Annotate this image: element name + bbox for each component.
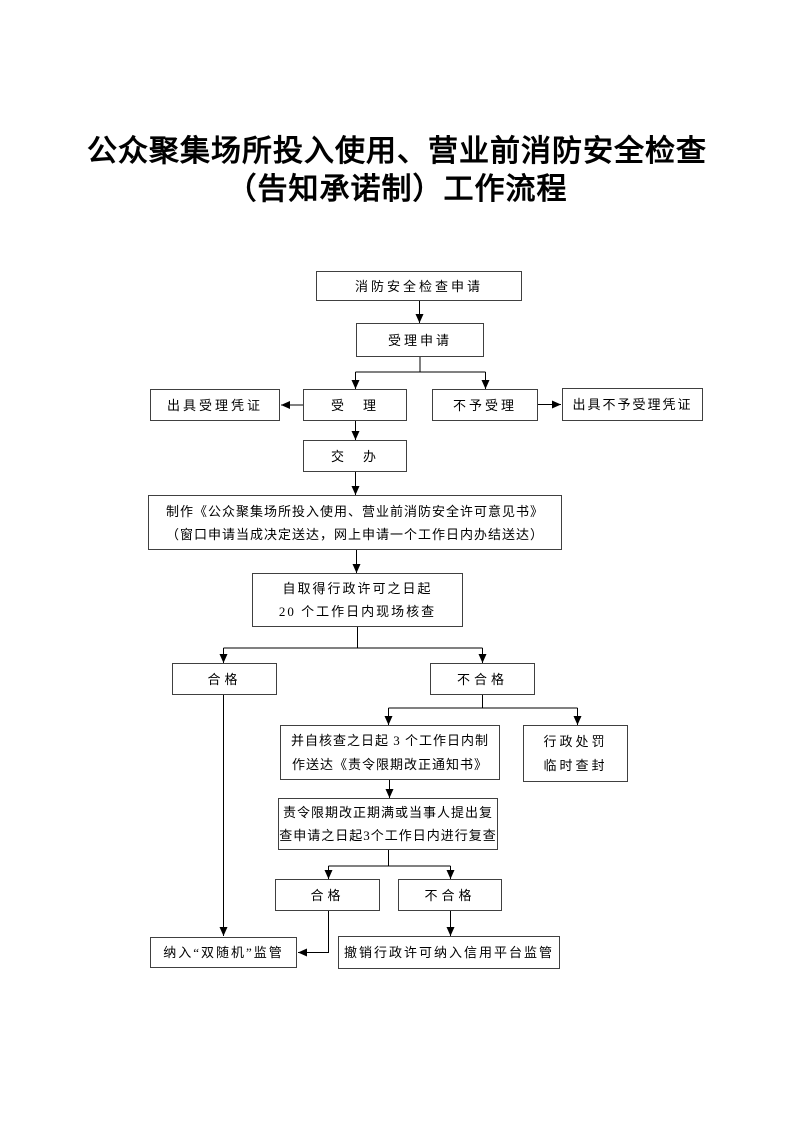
node-label: 不合格 [424,887,476,903]
node-qualified-2: 合格 [275,879,380,911]
node-label: 纳入“双随机”监管 [163,945,284,960]
node-accept: 受 理 [303,389,407,421]
node-label: 撤销行政许可纳入信用平台监管 [343,945,554,960]
node-unqualified-1: 不合格 [430,663,535,695]
node-dual-random-supervision: 纳入“双随机”监管 [150,937,297,968]
node-line1: 责令限期改正期满或当事人提出复 [282,805,493,820]
node-line1: 并自核查之日起 3 个工作日内制 [290,732,489,748]
node-label: 出具受理凭证 [166,397,263,413]
node-label: 消防安全检查申请 [354,278,483,294]
node-accept-application: 受理申请 [356,323,484,357]
node-onsite-verification: 自取得行政许可之日起 20 个工作日内现场核查 [252,573,463,627]
node-label: 交 办 [330,448,379,464]
node-fire-safety-inspection-application: 消防安全检查申请 [316,271,522,301]
node-line1: 行政处罚 [543,733,608,749]
node-label: 不合格 [456,671,508,687]
node-issue-rejection-receipt: 出具不予受理凭证 [562,388,703,421]
page-title: 公众聚集场所投入使用、营业前消防安全检查 （告知承诺制）工作流程 [0,133,794,209]
node-label: 受理申请 [387,332,452,348]
node-issue-acceptance-receipt: 出具受理凭证 [150,389,280,421]
node-rectification-notice: 并自核查之日起 3 个工作日内制 作送达《责令限期改正通知书》 [280,725,500,780]
node-qualified-1: 合格 [172,663,277,695]
node-revoke-license-credit-platform: 撤销行政许可纳入信用平台监管 [338,936,560,969]
node-label: 受 理 [330,397,379,413]
node-unqualified-2: 不合格 [398,879,502,911]
node-label: 出具不予受理凭证 [572,397,693,412]
node-label: 不予受理 [452,397,517,413]
node-label: 合格 [310,887,345,903]
node-line2: 临时查封 [543,757,608,773]
node-make-permit-opinion: 制作《公众聚集场所投入使用、营业前消防安全许可意见书》 （窗口申请当成决定送达，… [148,495,562,550]
node-line1: 自取得行政许可之日起 [282,581,433,596]
node-recheck: 责令限期改正期满或当事人提出复 查申请之日起3个工作日内进行复查 [278,798,498,850]
page-title-line2: （告知承诺制）工作流程 [226,173,568,206]
node-administrative-punishment: 行政处罚 临时查封 [523,725,628,782]
node-not-accept: 不予受理 [432,389,538,421]
node-line1: 制作《公众聚集场所投入使用、营业前消防安全许可意见书》 [165,503,544,519]
node-assign: 交 办 [303,440,407,472]
node-label: 合格 [207,671,242,687]
node-line2: 20 个工作日内现场核查 [278,604,437,619]
node-line2: 作送达《责令限期改正通知书》 [291,756,488,772]
node-line2: 查申请之日起3个工作日内进行复查 [279,828,497,843]
edge-pass2-dualrandom [298,911,329,957]
page-title-line1: 公众聚集场所投入使用、营业前消防安全检查 [87,135,707,168]
node-line2: （窗口申请当成决定送达，网上申请一个工作日内办结送达） [165,526,544,542]
